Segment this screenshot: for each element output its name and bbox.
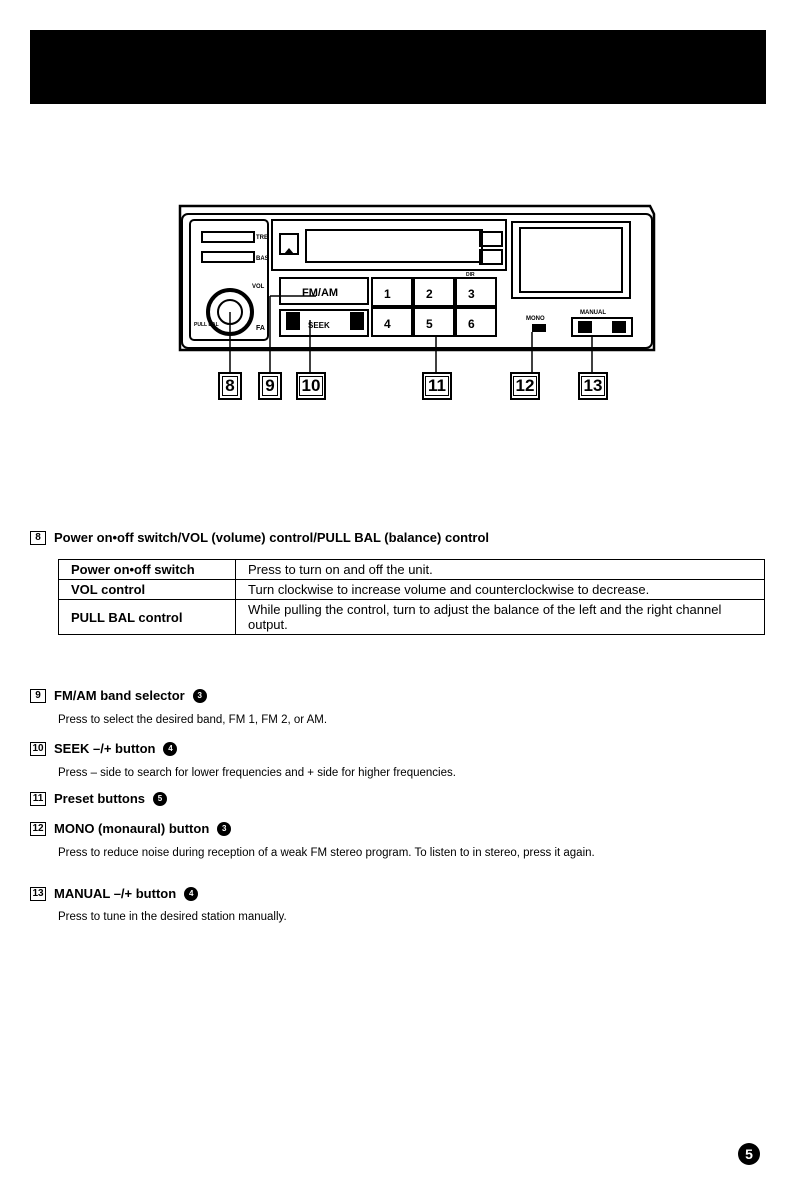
seek-label: SEEK [308, 321, 330, 330]
step-dot-icon: 4 [184, 886, 199, 901]
manual-label: MANUAL [580, 310, 606, 316]
section-number: 11 [30, 791, 46, 806]
step-dot-icon: 4 [163, 741, 178, 756]
callout-9: 9 [258, 372, 282, 400]
section-number: 12 [30, 821, 46, 836]
pull-bal-label: PULL BAL [194, 322, 219, 328]
section-title-text: SEEK –/+ button [54, 741, 156, 756]
mono-label: MONO [526, 316, 545, 322]
section-8-title: 8 Power on•off switch/VOL (volume) contr… [30, 530, 489, 545]
section-title-text: MONO (monaural) button [54, 821, 210, 836]
table-row: PULL BAL control While pulling the contr… [58, 599, 765, 635]
callout-11: 11 [422, 372, 452, 400]
section-12-title: 12 MONO (monaural) button 3 [30, 821, 232, 836]
section-12-desc: Press to reduce noise during reception o… [58, 847, 595, 859]
page-number: 5 [738, 1143, 760, 1165]
section-number: 13 [30, 886, 46, 901]
section-title-text: FM/AM band selector [54, 688, 185, 703]
callout-8: 8 [218, 372, 242, 400]
section-number: 8 [30, 530, 46, 545]
step-dot-icon: 5 [153, 791, 168, 806]
section-number: 9 [30, 688, 46, 703]
table-cell-text: Press to turn on and off the unit. [235, 559, 765, 580]
section-title-text: MANUAL –/+ button [54, 886, 177, 901]
preset-2: 2 [426, 287, 433, 301]
section-title-text: Preset buttons [54, 791, 146, 806]
section-13-desc: Press to tune in the desired station man… [58, 911, 287, 923]
controls-table: Power on•off switch Press to turn on and… [58, 559, 765, 635]
table-row: VOL control Turn clockwise to increase v… [58, 579, 765, 600]
callout-13: 13 [578, 372, 608, 400]
fader-label: FA [256, 325, 265, 332]
preset-1: 1 [384, 287, 391, 301]
section-11-title: 11 Preset buttons 5 [30, 791, 168, 806]
section-title-text: Power on•off switch/VOL (volume) control… [54, 530, 490, 545]
section-13-title: 13 MANUAL –/+ button 4 [30, 886, 199, 901]
preset-5: 5 [426, 317, 433, 331]
vol-label: VOL [252, 284, 265, 290]
section-10-title: 10 SEEK –/+ button 4 [30, 741, 178, 756]
table-row: Power on•off switch Press to turn on and… [58, 559, 765, 580]
section-9-desc: Press to select the desired band, FM 1, … [58, 714, 328, 726]
preset-3: 3 [468, 287, 475, 301]
section-10-desc: Press – side to search for lower frequen… [58, 767, 456, 779]
dir-label: DIR [466, 272, 475, 278]
preset-6: 6 [468, 317, 475, 331]
section-9-title: 9 FM/AM band selector 3 [30, 688, 207, 703]
table-cell-label: VOL control [58, 579, 236, 600]
bass-label: BAS [256, 256, 269, 262]
table-cell-label: PULL BAL control [58, 599, 236, 635]
callout-10: 10 [296, 372, 326, 400]
radio-diagram: FM/AM SEEK MONO MANUAL TRE BAS VOL PULL … [178, 204, 656, 372]
header-bar [30, 30, 766, 104]
fm-am-label: FM/AM [302, 287, 338, 299]
radio-front-panel-illustration: FM/AM SEEK MONO MANUAL TRE BAS VOL PULL … [168, 200, 658, 425]
callout-12: 12 [510, 372, 540, 400]
table-cell-text: Turn clockwise to increase volume and co… [235, 579, 765, 600]
step-dot-icon: 3 [192, 688, 207, 703]
table-cell-text: While pulling the control, turn to adjus… [235, 599, 765, 635]
table-cell-label: Power on•off switch [58, 559, 236, 580]
treble-label: TRE [256, 235, 268, 241]
step-dot-icon: 3 [217, 821, 232, 836]
section-number: 10 [30, 741, 46, 756]
preset-4: 4 [384, 317, 391, 331]
